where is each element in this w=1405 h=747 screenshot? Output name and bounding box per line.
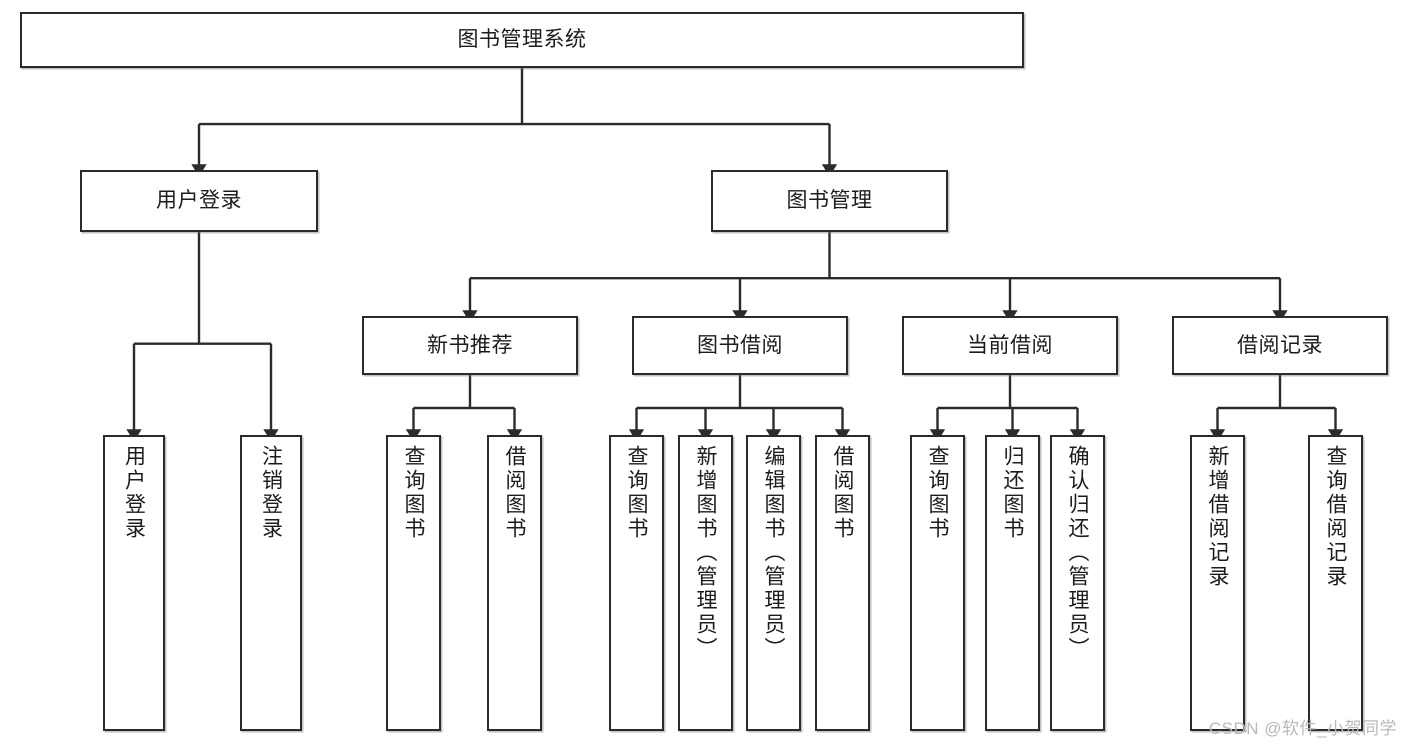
node-leaf_query_book_1-label: 查询图书 <box>402 445 425 541</box>
node-book_mgmt[interactable]: 图书管理 <box>711 170 948 232</box>
node-leaf_confirm_return[interactable]: 确认归还（管理员） <box>1050 435 1105 731</box>
node-leaf_edit_book-label: 编辑图书（管理员） <box>762 445 785 661</box>
node-book_borrow[interactable]: 图书借阅 <box>632 316 848 375</box>
node-leaf_query_book_1[interactable]: 查询图书 <box>386 435 441 731</box>
node-leaf_user_login[interactable]: 用户登录 <box>103 435 165 731</box>
node-leaf_logout-label: 注销登录 <box>259 445 283 541</box>
node-leaf_borrow_book_1-label: 借阅图书 <box>503 445 526 541</box>
node-leaf_edit_book[interactable]: 编辑图书（管理员） <box>746 435 801 731</box>
node-leaf_return_book-label: 归还图书 <box>1001 445 1024 541</box>
node-leaf_query_record-label: 查询借阅记录 <box>1324 445 1347 589</box>
node-new_book_rec-label: 新书推荐 <box>427 333 513 357</box>
node-book_borrow-label: 图书借阅 <box>697 333 783 357</box>
node-borrow_record[interactable]: 借阅记录 <box>1172 316 1388 375</box>
node-current_borrow-label: 当前借阅 <box>967 333 1053 357</box>
node-leaf_query_book_2-label: 查询图书 <box>625 445 648 541</box>
node-leaf_borrow_book_1[interactable]: 借阅图书 <box>487 435 542 731</box>
node-leaf_add_book[interactable]: 新增图书（管理员） <box>678 435 733 731</box>
node-book_mgmt-label: 图书管理 <box>786 189 873 213</box>
node-leaf_return_book[interactable]: 归还图书 <box>985 435 1040 731</box>
node-user_login-label: 用户登录 <box>156 189 242 213</box>
node-root[interactable]: 图书管理系统 <box>20 12 1024 68</box>
node-leaf_borrow_book_2[interactable]: 借阅图书 <box>815 435 870 731</box>
node-borrow_record-label: 借阅记录 <box>1237 333 1323 357</box>
node-new_book_rec[interactable]: 新书推荐 <box>362 316 578 375</box>
node-leaf_query_book_3[interactable]: 查询图书 <box>910 435 965 731</box>
node-leaf_add_record[interactable]: 新增借阅记录 <box>1190 435 1245 731</box>
node-leaf_query_book_3-label: 查询图书 <box>926 445 949 541</box>
node-user_login[interactable]: 用户登录 <box>80 170 318 232</box>
node-leaf_confirm_return-label: 确认归还（管理员） <box>1066 445 1089 661</box>
node-current_borrow[interactable]: 当前借阅 <box>902 316 1118 375</box>
node-leaf_query_record[interactable]: 查询借阅记录 <box>1308 435 1363 731</box>
node-leaf_add_record-label: 新增借阅记录 <box>1206 445 1229 589</box>
node-leaf_borrow_book_2-label: 借阅图书 <box>831 445 854 541</box>
node-leaf_logout[interactable]: 注销登录 <box>240 435 302 731</box>
watermark: CSDN @软件_小贺同学 <box>1208 719 1397 738</box>
node-root-label: 图书管理系统 <box>457 28 587 52</box>
node-leaf_add_book-label: 新增图书（管理员） <box>694 445 717 661</box>
node-leaf_user_login-label: 用户登录 <box>122 445 146 541</box>
node-leaf_query_book_2[interactable]: 查询图书 <box>609 435 664 731</box>
